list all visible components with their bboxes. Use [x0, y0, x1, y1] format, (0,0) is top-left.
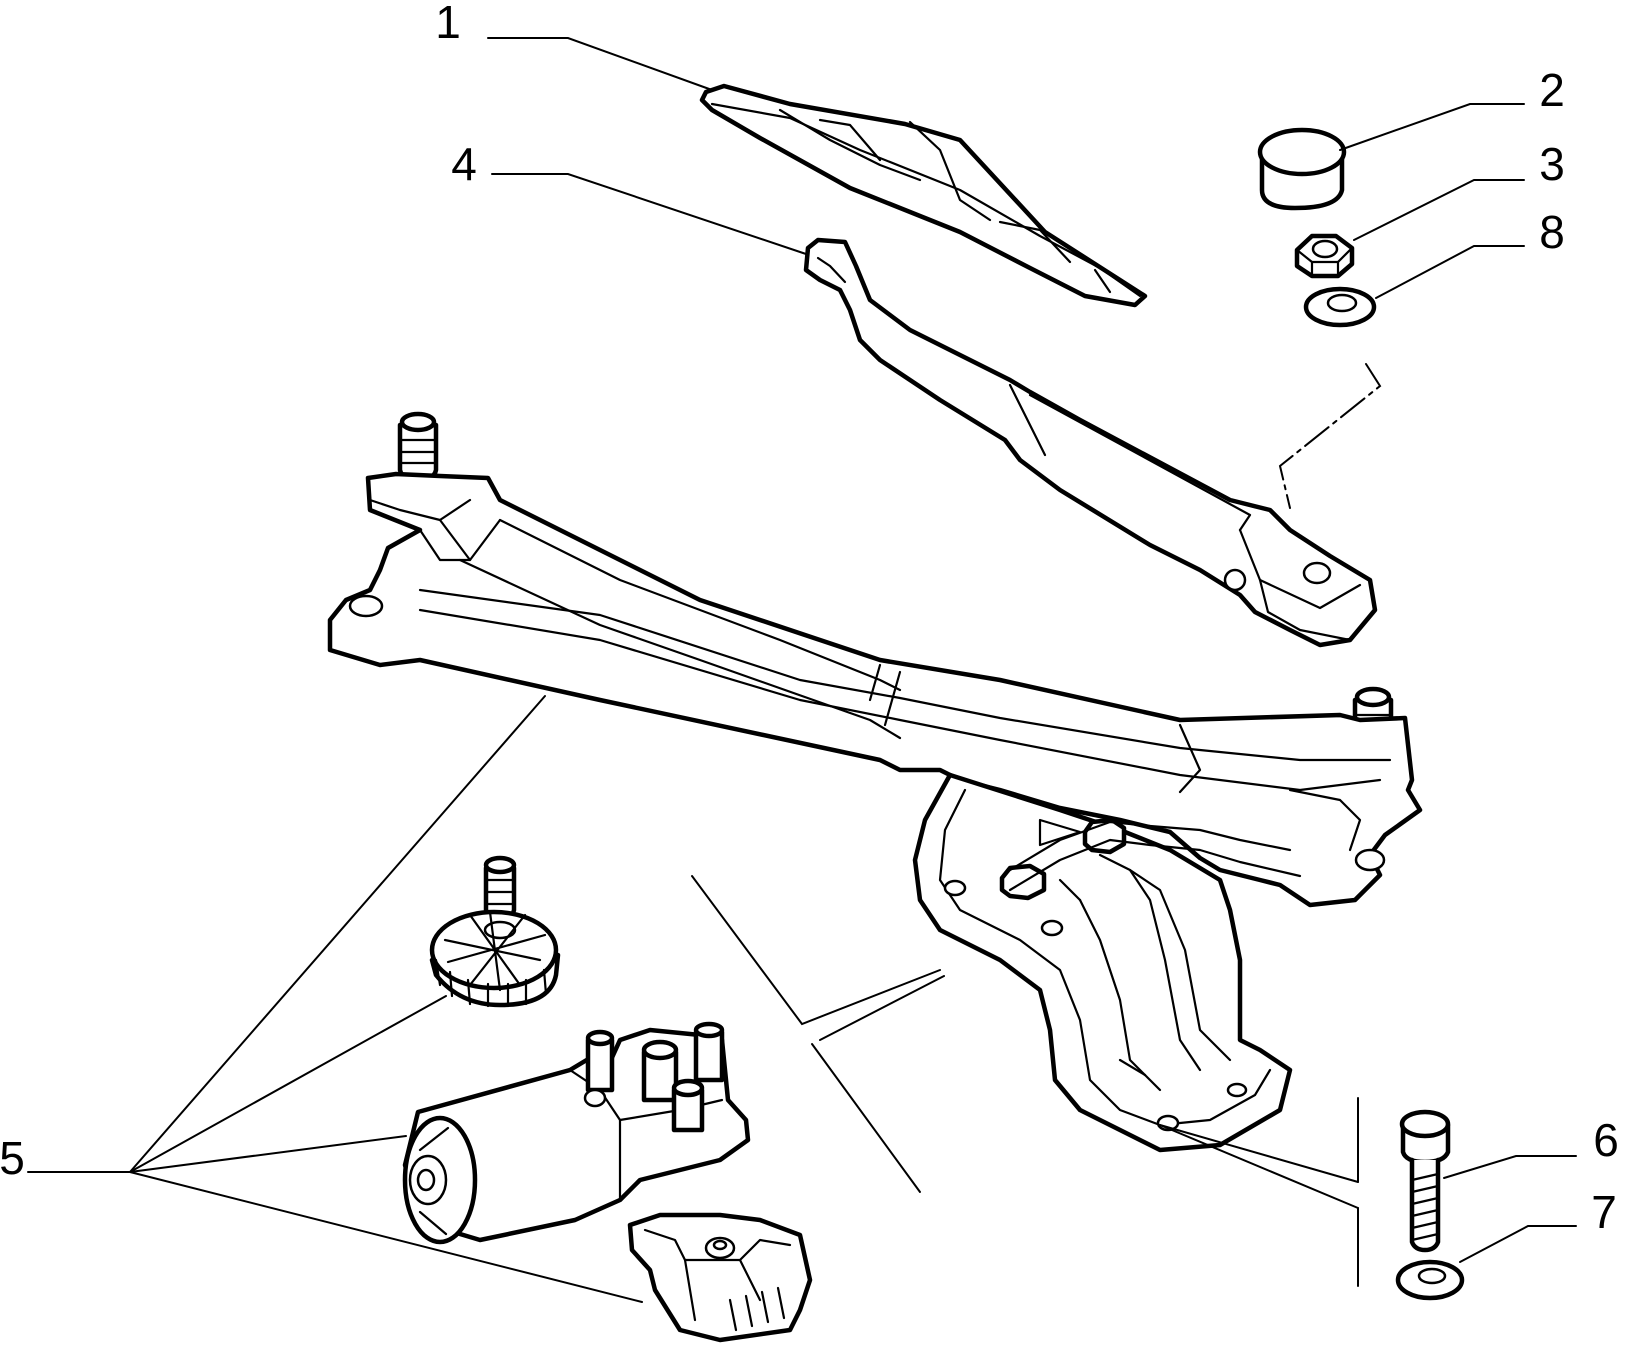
callout-7: 7 [1591, 1186, 1617, 1238]
wiper-motor [402, 1021, 751, 1245]
callout-labels: 1 2 3 4 5 6 7 8 [0, 0, 1619, 1238]
callout-4: 4 [451, 138, 477, 190]
nut [1294, 233, 1355, 279]
washer [1303, 286, 1377, 328]
callout-2: 2 [1539, 64, 1565, 116]
bolt [1399, 1109, 1451, 1253]
callout-6: 6 [1593, 1114, 1619, 1166]
motor-gear [429, 855, 561, 1008]
callout-5: 5 [0, 1132, 25, 1184]
wiper-linkage [327, 411, 1423, 1153]
motor-cover [627, 1212, 813, 1343]
callout-8: 8 [1539, 206, 1565, 258]
leader-lines [27, 37, 1577, 1303]
callout-1: 1 [435, 0, 461, 48]
callout-3: 3 [1539, 138, 1565, 190]
cap [1257, 127, 1347, 211]
wiper-blade [699, 83, 1148, 308]
flat-washer [1395, 1259, 1465, 1301]
wiper-arm [803, 237, 1378, 648]
